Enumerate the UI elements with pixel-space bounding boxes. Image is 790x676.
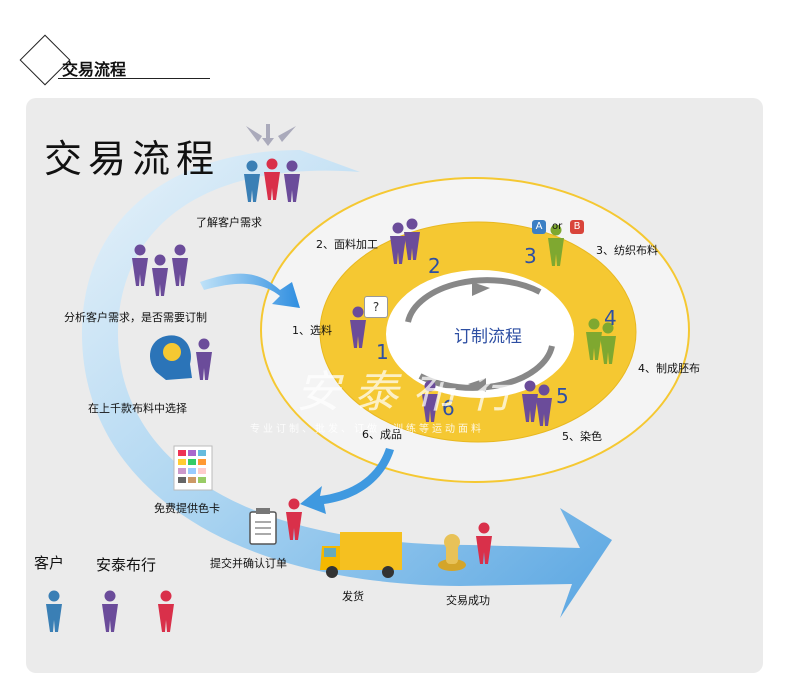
ring-number-5: 5 bbox=[556, 384, 569, 408]
step-understand-label: 了解客户需求 bbox=[196, 214, 262, 230]
person-figure-icon bbox=[158, 591, 174, 633]
option-b-badge: B bbox=[570, 220, 584, 234]
step-ship-label: 发货 bbox=[342, 588, 364, 604]
watermark: 安泰布行 bbox=[296, 356, 528, 420]
ring-step-2-label: 2、面料加工 bbox=[316, 236, 378, 252]
diagram-title: 交易流程 bbox=[44, 128, 220, 183]
ring-step-1-label: 1、选料 bbox=[292, 322, 332, 338]
legend-company-label: 安泰布行 bbox=[96, 554, 156, 575]
person-figure-icon bbox=[102, 591, 118, 633]
ring-step-3-label: 3、纺织布料 bbox=[596, 242, 658, 258]
step-analyze-label: 分析客户需求，是否需要订制 bbox=[64, 309, 207, 325]
head-gears-icon bbox=[150, 335, 192, 380]
ring-number-4: 4 bbox=[604, 306, 617, 330]
center-label: 订制流程 bbox=[454, 322, 522, 347]
step-success-label: 交易成功 bbox=[446, 592, 490, 608]
person-figure-icon bbox=[196, 339, 212, 381]
down-arrows-icon bbox=[246, 124, 296, 146]
ring-number-2: 2 bbox=[428, 254, 441, 278]
person-figure-icon bbox=[172, 245, 188, 287]
option-a-badge: A bbox=[532, 220, 546, 234]
question-mark-icon: ? bbox=[364, 296, 388, 318]
clipboard-icon bbox=[250, 508, 276, 544]
legend-customer-label: 客户 bbox=[34, 552, 64, 573]
ring-number-3: 3 bbox=[524, 244, 537, 268]
step-confirm-order-label: 提交并确认订单 bbox=[210, 555, 287, 571]
color-card-icon bbox=[174, 446, 212, 490]
option-or-text: or bbox=[552, 221, 562, 232]
ring-step-5-label: 5、染色 bbox=[562, 428, 602, 444]
person-figure-icon bbox=[46, 591, 62, 633]
step-color-card-label: 免费提供色卡 bbox=[154, 500, 220, 516]
ring-step-4-label: 4、制成胚布 bbox=[638, 360, 700, 376]
step-choose-fabric-label: 在上千款布料中选择 bbox=[88, 400, 187, 416]
person-figure-icon bbox=[152, 255, 168, 297]
watermark-subtitle: 专业订制、批发、订做、训练等运动面料 bbox=[250, 420, 484, 435]
